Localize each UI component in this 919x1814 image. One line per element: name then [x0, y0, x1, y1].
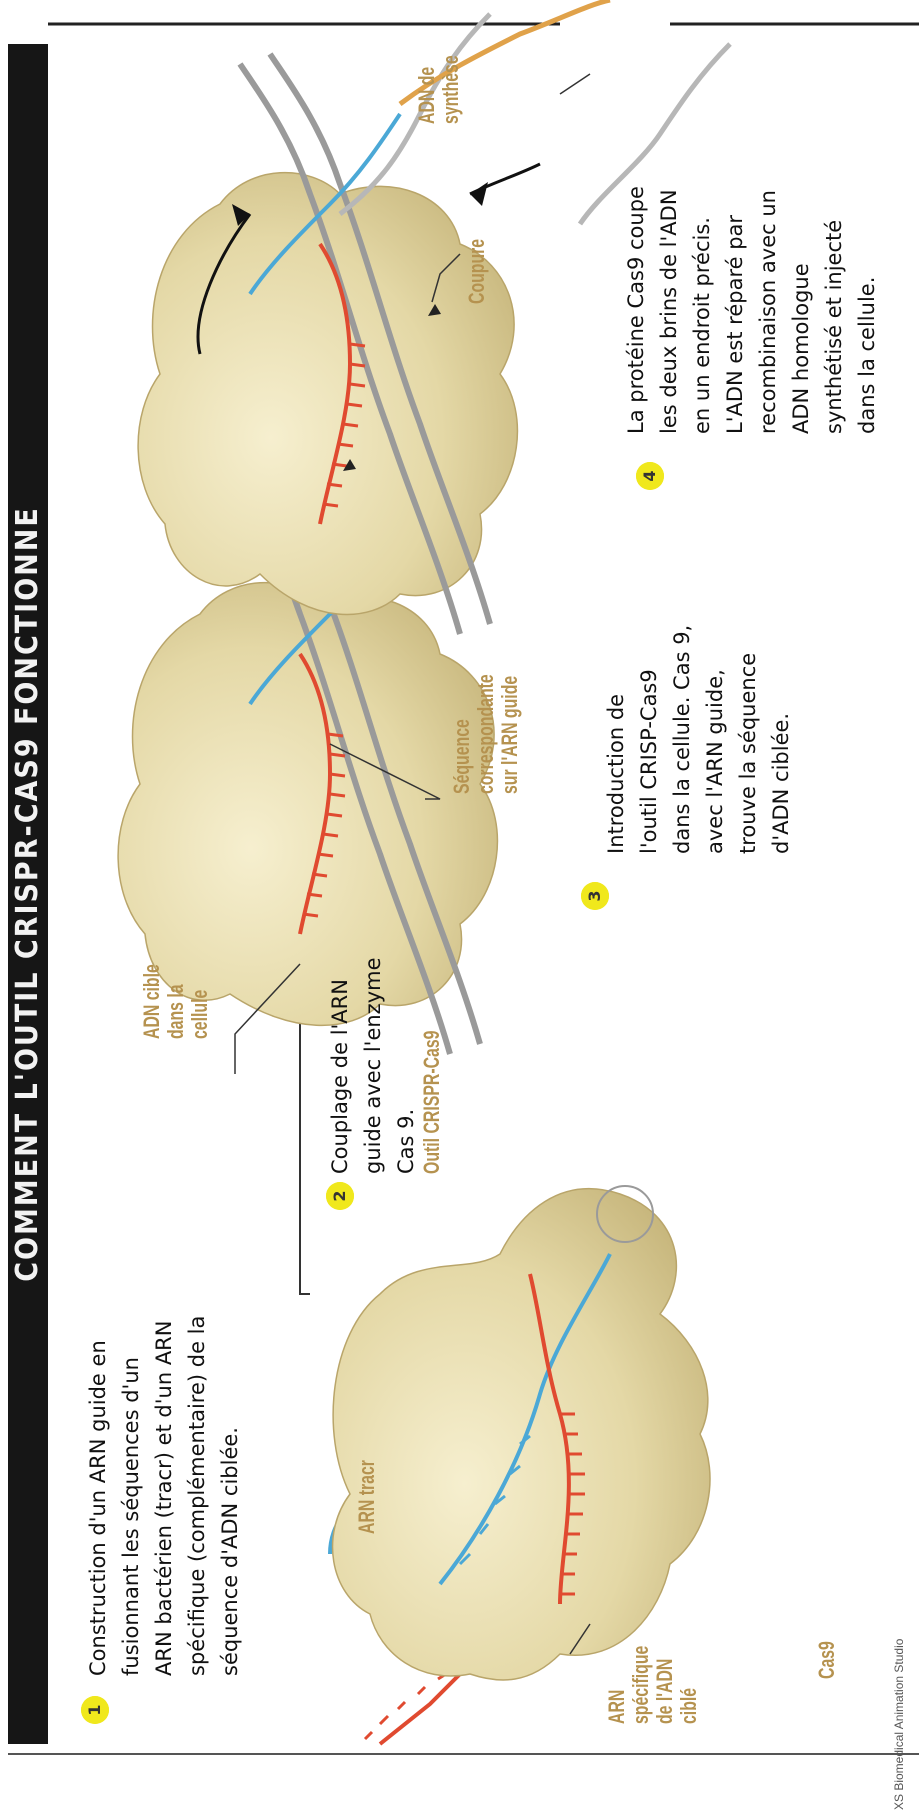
arrow-in-head [470, 182, 488, 206]
synthese-pointer [560, 74, 590, 94]
step-1-badge: 1 [81, 1696, 109, 1724]
step-4-badge: 4 [636, 462, 664, 490]
label-cas9: Cas9 [815, 1641, 839, 1679]
label-arn-tracr: ARN tracr [355, 1460, 379, 1534]
step-3-badge: 3 [581, 882, 609, 910]
step-2-badge: 2 [326, 1182, 354, 1210]
page-title: COMMENT L'OUTIL CRISPR-CAS9 FONCTIONNE [8, 44, 48, 1744]
cas9-cut-step4 [138, 54, 517, 634]
cas9-protein-step2 [333, 1186, 710, 1680]
label-coupure: Coupure [465, 239, 489, 304]
image-credit: XS Biomedical Animation Studio [892, 1639, 906, 1810]
label-outil: Outil CRISPR-Cas9 [420, 1031, 444, 1174]
